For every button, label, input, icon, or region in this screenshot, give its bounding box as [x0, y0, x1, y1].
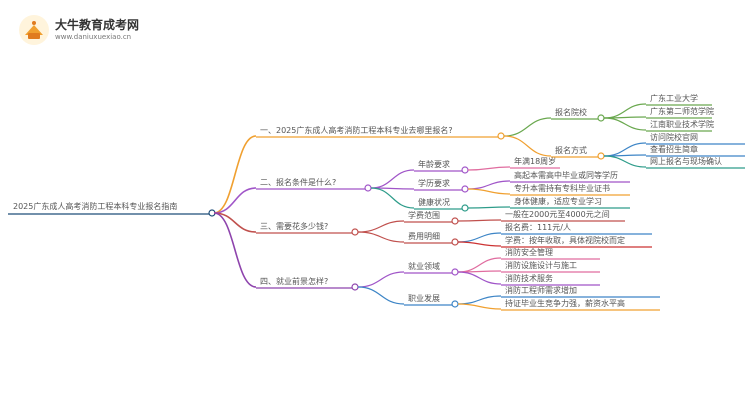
branch-4-child-1-leaf-3-link [457, 271, 502, 285]
branch-3-child-2-link [357, 231, 405, 243]
branch-4-child-1-leaf-1: 消防安全管理 [505, 248, 553, 257]
branch-1-label: 一、2025广东成人高考消防工程本科专业去哪里报名? [260, 126, 453, 135]
branch-2-child-1-link [370, 169, 415, 189]
branch-2-child-2-label: 学历要求 [418, 179, 450, 188]
branch-3-child-2-leaf-2-link [457, 241, 502, 247]
branch-4-label: 四、就业前景怎样? [260, 277, 329, 286]
branch-1-child-2-dot [597, 152, 605, 160]
branch-4-child-2-link [357, 286, 405, 305]
logo-icon [19, 15, 49, 45]
branch-1-child-1-leaf-1: 广东工业大学 [650, 94, 698, 103]
branch-3-child-1-leaf-1-link [457, 219, 502, 222]
branch-3-child-1-dot [451, 217, 459, 225]
branch-1-child-2-leaf-2: 查看招生简章 [650, 145, 698, 154]
site-url: www.daniuxuexiao.cn [55, 33, 132, 41]
branch-1-child-2-link [503, 135, 552, 157]
branch-2-label: 二、报名条件是什么? [260, 178, 337, 187]
branch-4-child-2-leaf-1: 消防工程师需求增加 [505, 286, 577, 295]
branch-1-child-1-leaf-3-link [603, 117, 647, 131]
branch-4-child-2-leaf-2-link [457, 303, 502, 310]
branch-3-child-1-link [357, 220, 405, 233]
branch-2-child-2-leaf-2-link [467, 188, 511, 195]
branch-1-dot [497, 132, 505, 140]
branch-1-child-1-leaf-1-link [603, 103, 647, 119]
branch-3-child-2-label: 费用明细 [408, 232, 440, 241]
branch-4-child-2-dot [451, 300, 459, 308]
branch-1-link [213, 135, 257, 214]
root-node: 2025广东成人高考消防工程本科专业报名指南 [13, 202, 178, 211]
branch-4-child-1-leaf-1-link [457, 257, 502, 273]
branch-1-child-2-leaf-1-link [603, 142, 647, 157]
branch-3-child-2-dot [451, 238, 459, 246]
branch-3-child-1-label: 学费范围 [408, 211, 440, 220]
branch-2-child-1-leaf-1-link [467, 166, 511, 171]
branch-4-dot [351, 283, 359, 291]
branch-2-child-2-leaf-1: 高起本需高中毕业或同等学历 [514, 171, 618, 180]
branch-2-child-2-leaf-2: 专升本需持有专科毕业证书 [514, 184, 610, 193]
branch-4-child-2-leaf-1-link [457, 295, 502, 305]
branch-3-child-1-leaf-1: 一般在2000元至4000元之间 [505, 210, 610, 219]
branch-1-child-2-leaf-1: 访问院校官网 [650, 133, 698, 142]
branch-1-child-1-leaf-3: 江南职业技术学院 [650, 120, 714, 129]
branch-2-child-3-dot [461, 204, 469, 212]
branch-2-child-1-dot [461, 166, 469, 174]
branch-1-child-1-dot [597, 114, 605, 122]
branch-2-child-1-leaf-1: 年满18周岁 [514, 157, 557, 166]
branch-4-child-1-link [357, 271, 405, 288]
branch-4-child-1-dot [451, 268, 459, 276]
branch-1-child-2-leaf-3-link [603, 155, 647, 168]
branch-3-child-2-leaf-1: 报名费：111元/人 [505, 223, 571, 232]
site-title: 大牛教育成考网 [55, 18, 140, 32]
branch-2-link [213, 187, 257, 214]
branch-1-child-1-link [503, 117, 552, 137]
branch-4-child-2-label: 职业发展 [408, 294, 440, 303]
branch-2-dot [364, 184, 372, 192]
branch-3-dot [351, 228, 359, 236]
branch-4-child-1-label: 就业领域 [408, 262, 440, 271]
branch-4-link [213, 212, 257, 288]
branch-2-child-2-dot [461, 185, 469, 193]
branch-1-child-1-label: 报名院校 [555, 108, 587, 117]
branch-1-child-2-label: 报名方式 [555, 146, 587, 155]
branch-3-child-2-leaf-1-link [457, 232, 502, 243]
branch-2-child-3-label: 健康状况 [418, 198, 450, 207]
branch-2-child-3-leaf-1: 身体健康，适应专业学习 [514, 197, 602, 206]
branch-2-child-2-leaf-1-link [467, 180, 511, 190]
branch-2-child-3-link [370, 187, 415, 209]
branch-4-child-2-leaf-2: 持证毕业生竞争力强，薪资水平高 [505, 299, 625, 308]
branch-3-label: 三、需要花多少钱? [260, 222, 329, 231]
branch-2-child-1-label: 年龄要求 [418, 160, 450, 169]
branch-1-child-1-leaf-2: 广东第二师范学院 [650, 107, 714, 116]
branch-3-child-2-leaf-2: 学费：按年收取，具体视院校而定 [505, 236, 625, 245]
branch-4-child-1-leaf-3: 消防技术服务 [505, 274, 553, 283]
branch-4-child-1-leaf-2: 消防设施设计与施工 [505, 261, 577, 270]
branch-2-child-3-leaf-1-link [467, 206, 511, 209]
branch-1-child-2-leaf-3: 网上报名与现场确认 [650, 157, 722, 166]
